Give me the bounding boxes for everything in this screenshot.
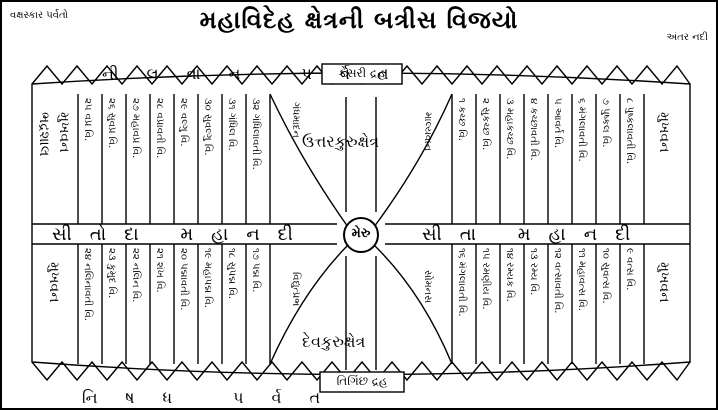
gajadanta-ne-label: માલ્યવાન bbox=[422, 112, 433, 151]
vijay-label: ૨૯ વલ્ગુ વિ. bbox=[178, 98, 189, 147]
north-kuru-label: ઉત્તરકુરુક્ષેત્ર bbox=[302, 132, 379, 152]
south-lake-label: તિગિંછ દ્રહ bbox=[322, 374, 402, 389]
vijay-label: ૧૮ સુપદ્મ વિ. bbox=[226, 248, 237, 299]
vijay-label: ૧૪ રમ્યક વિ. bbox=[504, 248, 515, 302]
vijay-label: ૮ પુષ્કલાવતી વિ. bbox=[624, 98, 635, 164]
gajadanta-se-line bbox=[374, 245, 452, 364]
gajadanta-sw-label: વિદ્યુત્પ્રભ bbox=[290, 272, 301, 306]
north-kuru-river bbox=[346, 97, 376, 212]
vijay-label: ૨૨ નલિન વિ. bbox=[130, 248, 141, 303]
vijay-label: ૩૧ ગંધિલ વિ. bbox=[226, 98, 237, 151]
vijay-label: ૧૧ મહાવત્સ વિ. bbox=[576, 248, 587, 311]
gajadanta-nw-label: ગંધમાદન bbox=[290, 102, 301, 138]
north-lake-label: કેસરી દ્રહ bbox=[324, 66, 400, 81]
vijay-label: ૧૯ મહાપદ્મ વિ. bbox=[202, 248, 213, 308]
forest-left-bottom: મુખવન bbox=[48, 262, 59, 303]
vijay-label: ૨૪ નલિનાવતી વિ. bbox=[82, 248, 93, 321]
vijay-label: ૨૭ મહાવપ્ર વિ. bbox=[130, 98, 141, 158]
vijay-label: ૨૫ વપ્ર વિ. bbox=[82, 98, 93, 141]
gajadanta-nw-line bbox=[270, 94, 348, 227]
meru-label: મેરુ bbox=[347, 226, 375, 241]
south-mountain-label: નિષધ પર્વત bbox=[82, 388, 348, 408]
vijay-label: ૨૬ સુવપ્ર વિ. bbox=[106, 98, 117, 148]
vijay-label: ૨૦ પદ્માવતી વિ. bbox=[178, 248, 189, 311]
vijay-label: ૩૦ સુવલ્ગુ વિ. bbox=[202, 98, 213, 156]
vijay-label: ૪ કચ્છાવતી વિ. bbox=[528, 98, 539, 161]
vijay-label: ૧૭ પદ્મ વિ. bbox=[250, 248, 261, 292]
south-kuru-label: દેવકુરુક્ષેત્ર bbox=[302, 332, 365, 352]
forest-left-top-2: મુખવન bbox=[58, 112, 69, 153]
vijay-label: ૨ સુકચ્છ વિ. bbox=[480, 98, 491, 150]
legend-left: વક્ષસ્કાર પર્વતો bbox=[10, 10, 80, 21]
forest-left-top: ભદ્રશાલ bbox=[38, 112, 49, 156]
vijay-label: ૧ કચ્છ વિ. bbox=[456, 98, 467, 141]
vijay-label: ૩૨ ગંધિલાવતી વિ. bbox=[250, 98, 261, 170]
river-right-label: સીતા મહાનદી bbox=[422, 224, 648, 245]
vijay-label: ૧૫ રમણીય વિ. bbox=[480, 248, 491, 310]
vijay-label: ૬ મંગલાવતી વિ. bbox=[576, 98, 587, 162]
vijay-label: ૨૧ શંખ વિ. bbox=[154, 248, 165, 293]
vijay-label: ૯ વત્સ વિ. bbox=[624, 248, 635, 290]
vijay-label: ૭ પુષ્કલ વિ. bbox=[600, 98, 611, 148]
forest-right-top: મુખવન bbox=[658, 112, 669, 153]
vijay-label: ૧૦ સુવત્સ વિ. bbox=[600, 248, 611, 304]
forest-right-bottom: મુખવન bbox=[658, 262, 669, 303]
river-left-label: સીતોદા મહાનદી bbox=[52, 224, 311, 245]
gajadanta-ne-line bbox=[374, 94, 452, 227]
vijay-label: ૧૩ રમ્ય વિ. bbox=[528, 248, 539, 295]
vijay-label: ૨૮ વપ્રાવતી વિ. bbox=[154, 98, 165, 158]
legend-right: અંતર નદી bbox=[648, 32, 708, 43]
vijay-label: ૨૩ કુમુદ વિ. bbox=[106, 248, 117, 298]
vijay-label: ૧૬ મંગલાવતી વિ. bbox=[456, 248, 467, 317]
vijay-label: ૧૨ વત્સાવતી વિ. bbox=[552, 248, 563, 313]
vijay-label: ૩ મહાકચ્છ વિ. bbox=[504, 98, 515, 159]
page-title: મહાવિદેહ ક્ષેત્રની બત્રીસ વિજયો bbox=[2, 6, 716, 34]
gajadanta-se-label: સોમનસ bbox=[422, 270, 433, 303]
south-kuru-river bbox=[346, 256, 376, 370]
vijay-label: ૫ આવર્ત વિ. bbox=[552, 98, 563, 148]
